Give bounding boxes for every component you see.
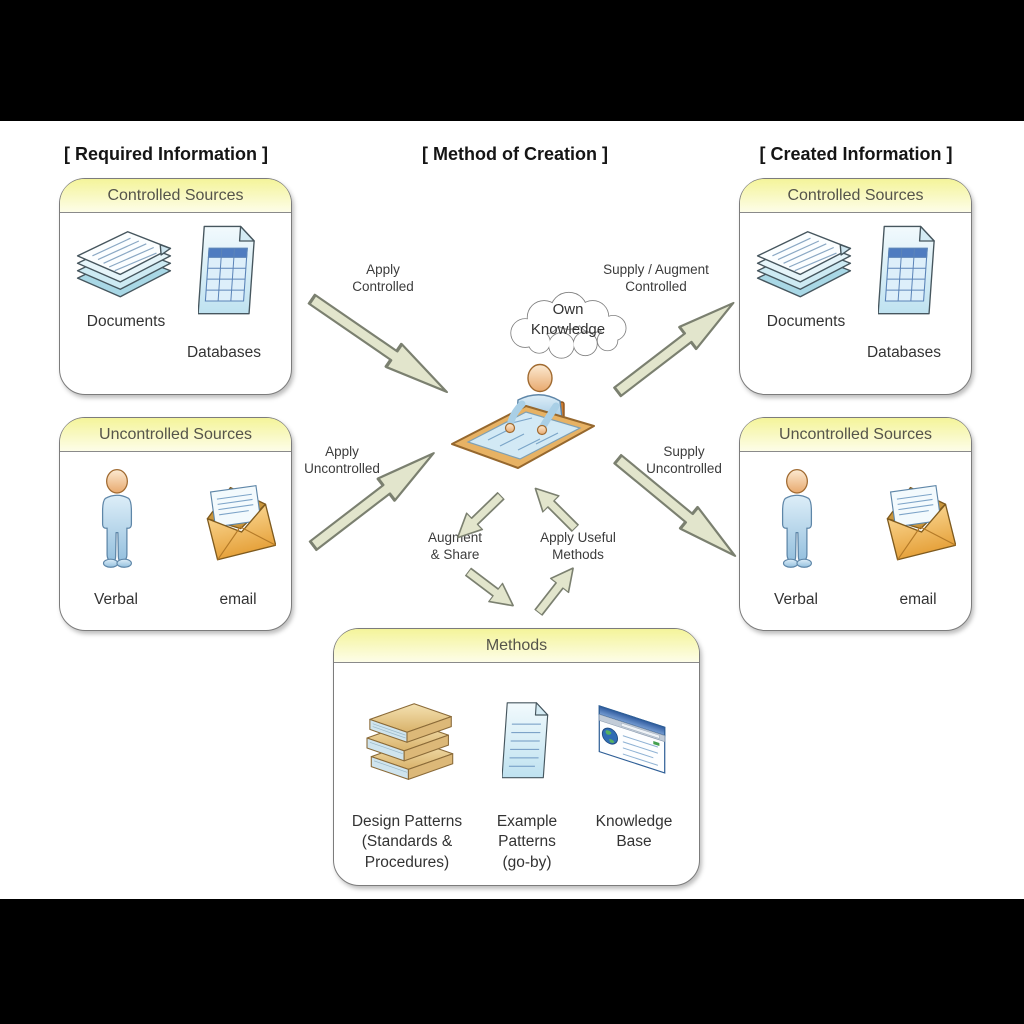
documents-stack-icon <box>752 223 856 311</box>
column-title-required-information: [ Required Information ] <box>64 144 268 164</box>
documents-stack-icon <box>72 223 176 311</box>
item-label: Documents <box>766 313 846 330</box>
supply-uncontrolled-label: Supply Uncontrolled <box>646 444 722 477</box>
item-label: email <box>899 591 937 608</box>
item-label: email <box>219 591 257 608</box>
box-header: Uncontrolled Sources <box>740 418 971 452</box>
item-label: Verbal <box>774 591 818 608</box>
column-title-method-of-creation: [ Method of Creation ] <box>422 144 608 164</box>
box-header: Controlled Sources <box>740 179 971 213</box>
created-controlled-sources-box: Controlled Sources Documents Databases <box>739 178 972 395</box>
item-label: Example Patterns (go-by) <box>496 813 558 871</box>
box-header: Controlled Sources <box>60 179 291 213</box>
open-envelope-icon <box>202 470 276 570</box>
created-uncontrolled-sources-box: Uncontrolled Sources Verbal email <box>739 417 972 631</box>
required-uncontrolled-sources-box: Uncontrolled Sources Verbal email <box>59 417 292 631</box>
required-controlled-sources-box: Controlled Sources Documents Databases <box>59 178 292 395</box>
own-knowledge-cloud: Own Knowledge <box>498 286 638 362</box>
item-label: Databases <box>866 344 942 361</box>
item-label: Design Patterns (Standards & Procedures) <box>351 813 463 871</box>
methods-box: Methods Design Patterns (Standards & Pro… <box>333 628 700 886</box>
apply-uncontrolled-label: Apply Uncontrolled <box>304 444 380 477</box>
box-header: Methods <box>334 629 699 663</box>
person-at-desk-icon <box>448 356 598 474</box>
standing-person-icon <box>90 464 144 576</box>
standing-person-icon <box>770 464 824 576</box>
item-label: Knowledge Base <box>595 813 673 851</box>
database-file-icon <box>878 223 938 319</box>
cloud-label: Own Knowledge <box>530 301 606 338</box>
browser-window-icon <box>597 691 667 791</box>
database-file-icon <box>198 223 258 319</box>
document-page-icon <box>502 691 554 791</box>
open-envelope-icon <box>882 470 956 570</box>
apply-controlled-label: Apply Controlled <box>352 262 414 295</box>
item-label: Documents <box>86 313 166 330</box>
column-title-created-information: [ Created Information ] <box>759 144 953 164</box>
books-stack-icon <box>357 691 457 795</box>
apply-useful-methods-label: Apply Useful Methods <box>540 530 616 563</box>
supply-augment-controlled-label: Supply / Augment Controlled <box>603 262 709 295</box>
item-label: Databases <box>186 344 262 361</box>
box-header: Uncontrolled Sources <box>60 418 291 452</box>
item-label: Verbal <box>94 591 138 608</box>
